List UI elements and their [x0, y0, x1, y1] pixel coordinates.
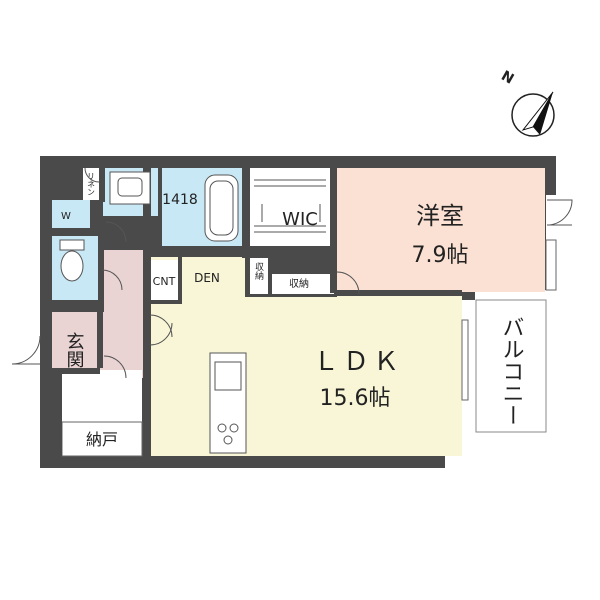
north-arrow-icon — [521, 91, 554, 135]
storage-hall-label: 収納 — [289, 277, 309, 290]
cnt-label: CNT — [153, 275, 176, 288]
den-label: DEN — [194, 271, 220, 285]
wic-floor — [250, 168, 330, 246]
storage-den-label: 収納 — [253, 261, 264, 281]
western-room-size: 7.9帖 — [412, 243, 469, 268]
cnt-floor — [150, 260, 178, 300]
hallway-floor — [98, 250, 144, 378]
balcony-label: バルコニー — [499, 316, 524, 426]
linen-label: リネン — [87, 172, 96, 196]
compass-north-label: N — [498, 68, 516, 88]
storage-hall-floor — [272, 274, 334, 294]
storeroom-label: 納戸 — [86, 430, 118, 449]
kitchen-counter-icon — [209, 352, 247, 454]
windows — [461, 239, 557, 401]
western-room-floor — [337, 168, 545, 292]
balcony-floor — [475, 299, 547, 433]
storeroom-floor — [61, 421, 143, 457]
ldk-label: ＬＤＫ — [313, 347, 403, 377]
entrance-floor — [52, 312, 97, 368]
toilet-icon — [59, 239, 85, 282]
compass: N — [498, 68, 555, 137]
wic-hanger-rails-icon — [254, 179, 326, 233]
entrance-label: 玄関 — [64, 332, 85, 368]
washbasin-icon — [109, 171, 151, 205]
western-room-label: 洋室 — [416, 202, 464, 230]
compass-ring — [511, 93, 555, 137]
washer-label: W — [61, 211, 71, 222]
bathtub-icon — [204, 174, 239, 242]
washer-area-floor — [52, 200, 90, 228]
ldk-size: 15.6帖 — [320, 386, 391, 411]
bath-size-label: 1418 — [162, 192, 198, 208]
wic-label: WIC — [282, 209, 318, 230]
interior-walls — [52, 168, 462, 468]
storage-den-floor — [248, 258, 268, 294]
door-swings — [11, 167, 573, 379]
